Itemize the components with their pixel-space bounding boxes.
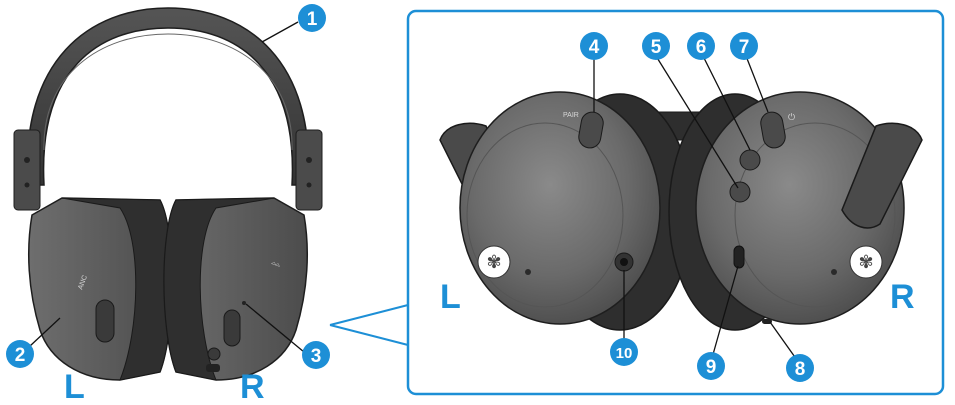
overview-right-label: R	[240, 368, 265, 405]
svg-text:4: 4	[589, 37, 600, 58]
callout-badge-9: 9	[697, 352, 725, 380]
svg-text:1: 1	[307, 9, 318, 30]
pair-label: PAIR	[563, 112, 579, 119]
pair-button[interactable]	[577, 110, 605, 149]
overview-headphones: ANC ᛒ	[13, 7, 323, 381]
detail-right-band-stub	[841, 122, 923, 229]
callout-badge-8: 8	[786, 354, 814, 382]
callout-badge-7: 7	[730, 32, 758, 60]
callout-connector	[329, 304, 409, 346]
indicator-led	[242, 301, 246, 305]
headband	[26, 7, 310, 186]
callout-leaders	[29, 21, 798, 361]
detail-left-yamaha-logo-icon: ✾	[477, 245, 511, 279]
svg-text:✾: ✾	[486, 252, 501, 272]
callout-badge-10: 10	[610, 338, 638, 366]
svg-text:9: 9	[706, 357, 717, 378]
function-button[interactable]	[739, 149, 761, 171]
svg-text:✾: ✾	[858, 252, 873, 272]
detail-right-label: R	[890, 278, 915, 316]
callout-badge-4: 4	[580, 32, 608, 60]
right-small-button[interactable]	[207, 347, 221, 361]
svg-text:5: 5	[651, 37, 662, 58]
power-button[interactable]	[759, 110, 787, 149]
detail-right-yamaha-logo-icon: ✾	[849, 245, 883, 279]
callout-badge-6: 6	[687, 32, 715, 60]
anc-button[interactable]	[95, 299, 115, 343]
right-volume-button[interactable]	[223, 309, 241, 347]
detail-headphones: ✾ PAIR ✾ ⏻	[439, 91, 923, 331]
left-slider	[13, 129, 41, 211]
callout-badge-2: 2	[6, 340, 34, 368]
callout-badge-5: 5	[642, 32, 670, 60]
microphone	[762, 319, 772, 324]
svg-text:2: 2	[15, 345, 26, 366]
overview-left-label: L	[64, 368, 85, 405]
detail-left-label: L	[440, 278, 461, 316]
usb-c-port[interactable]	[733, 245, 745, 269]
svg-text:10: 10	[616, 345, 633, 362]
anc-label: ANC	[77, 274, 89, 290]
usb-port[interactable]	[206, 364, 220, 372]
svg-text:6: 6	[696, 37, 707, 58]
svg-text:7: 7	[739, 37, 750, 58]
svg-text:8: 8	[795, 359, 806, 380]
power-icon: ⏻	[788, 112, 795, 122]
bluetooth-icon: ᛒ	[270, 260, 282, 269]
right-slider	[295, 129, 323, 211]
volume-button[interactable]	[729, 181, 751, 203]
callout-badge-3: 3	[302, 341, 330, 369]
detail-left-earcup	[459, 91, 661, 325]
svg-text:3: 3	[311, 346, 322, 367]
callout-badge-1: 1	[298, 4, 326, 32]
